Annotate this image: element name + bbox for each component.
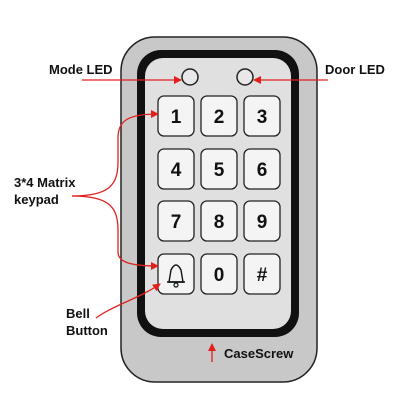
key-bell[interactable]	[157, 253, 195, 295]
key-label: 2	[214, 107, 225, 128]
key-cap	[157, 200, 195, 242]
bell-label-line1: Bell	[66, 306, 90, 321]
keypad-label-line1: 3*4 Matrix	[14, 175, 76, 190]
keypad-label-line2: keypad	[14, 192, 59, 207]
key-label: 0	[214, 265, 225, 286]
keypad-bracket	[71, 110, 159, 197]
key-cap	[200, 95, 238, 137]
bell-icon	[167, 264, 185, 288]
key-4[interactable]: 4	[157, 148, 195, 190]
key-label: 8	[214, 212, 225, 233]
key-0[interactable]: 0	[200, 253, 238, 295]
key-3[interactable]: 3	[243, 95, 281, 137]
case-screw-label: CaseScrew	[224, 346, 294, 361]
key-label: #	[257, 265, 268, 286]
key-9[interactable]: 9	[243, 200, 281, 242]
key-cap	[157, 148, 195, 190]
keypad-bracket-lower	[71, 195, 159, 270]
key-label: 1	[171, 107, 182, 128]
key-label: 6	[257, 160, 268, 181]
mode-led	[181, 68, 199, 86]
key-6[interactable]: 6	[243, 148, 281, 190]
key-cap	[200, 148, 238, 190]
key-cap	[243, 253, 281, 295]
key-2[interactable]: 2	[200, 95, 238, 137]
key-label: 5	[214, 160, 225, 181]
key-cap	[243, 95, 281, 137]
key-cap	[200, 200, 238, 242]
bell-button-arrow	[95, 283, 161, 319]
key-label: 4	[171, 160, 182, 181]
key-8[interactable]: 8	[200, 200, 238, 242]
key-7[interactable]: 7	[157, 200, 195, 242]
mode-led-label: Mode LED	[49, 62, 113, 77]
key-cap	[243, 200, 281, 242]
bell-label-line2: Button	[66, 323, 108, 338]
key-label: 9	[257, 212, 268, 233]
key-label: 7	[171, 212, 182, 233]
door-led-label: Door LED	[325, 62, 385, 77]
key-hash[interactable]: #	[243, 253, 281, 295]
key-cap	[200, 253, 238, 295]
key-cap	[243, 148, 281, 190]
key-label: 3	[257, 107, 268, 128]
key-5[interactable]: 5	[200, 148, 238, 190]
keypad-grid: 1 2 3 4 5 6 7 8 9 0 #	[157, 95, 281, 295]
key-1[interactable]: 1	[157, 95, 195, 137]
door-led	[236, 68, 254, 86]
key-cap	[157, 253, 195, 295]
